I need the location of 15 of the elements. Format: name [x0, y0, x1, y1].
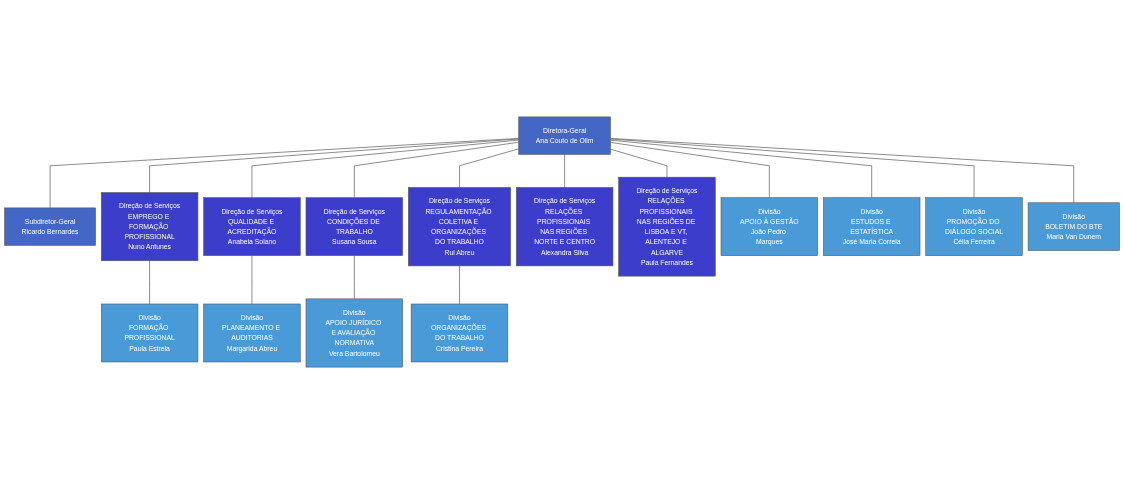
connector — [251, 139, 519, 198]
connector — [610, 138, 975, 198]
connector — [354, 141, 519, 198]
connector — [354, 255, 355, 300]
connector — [459, 148, 519, 188]
connector — [610, 138, 1075, 204]
connector — [610, 139, 872, 198]
connector — [610, 142, 770, 198]
connector — [49, 138, 519, 209]
connector — [610, 148, 668, 178]
connector — [251, 255, 253, 305]
connector — [149, 138, 519, 193]
connector — [149, 260, 150, 305]
connector — [564, 154, 565, 188]
connector — [459, 265, 460, 305]
